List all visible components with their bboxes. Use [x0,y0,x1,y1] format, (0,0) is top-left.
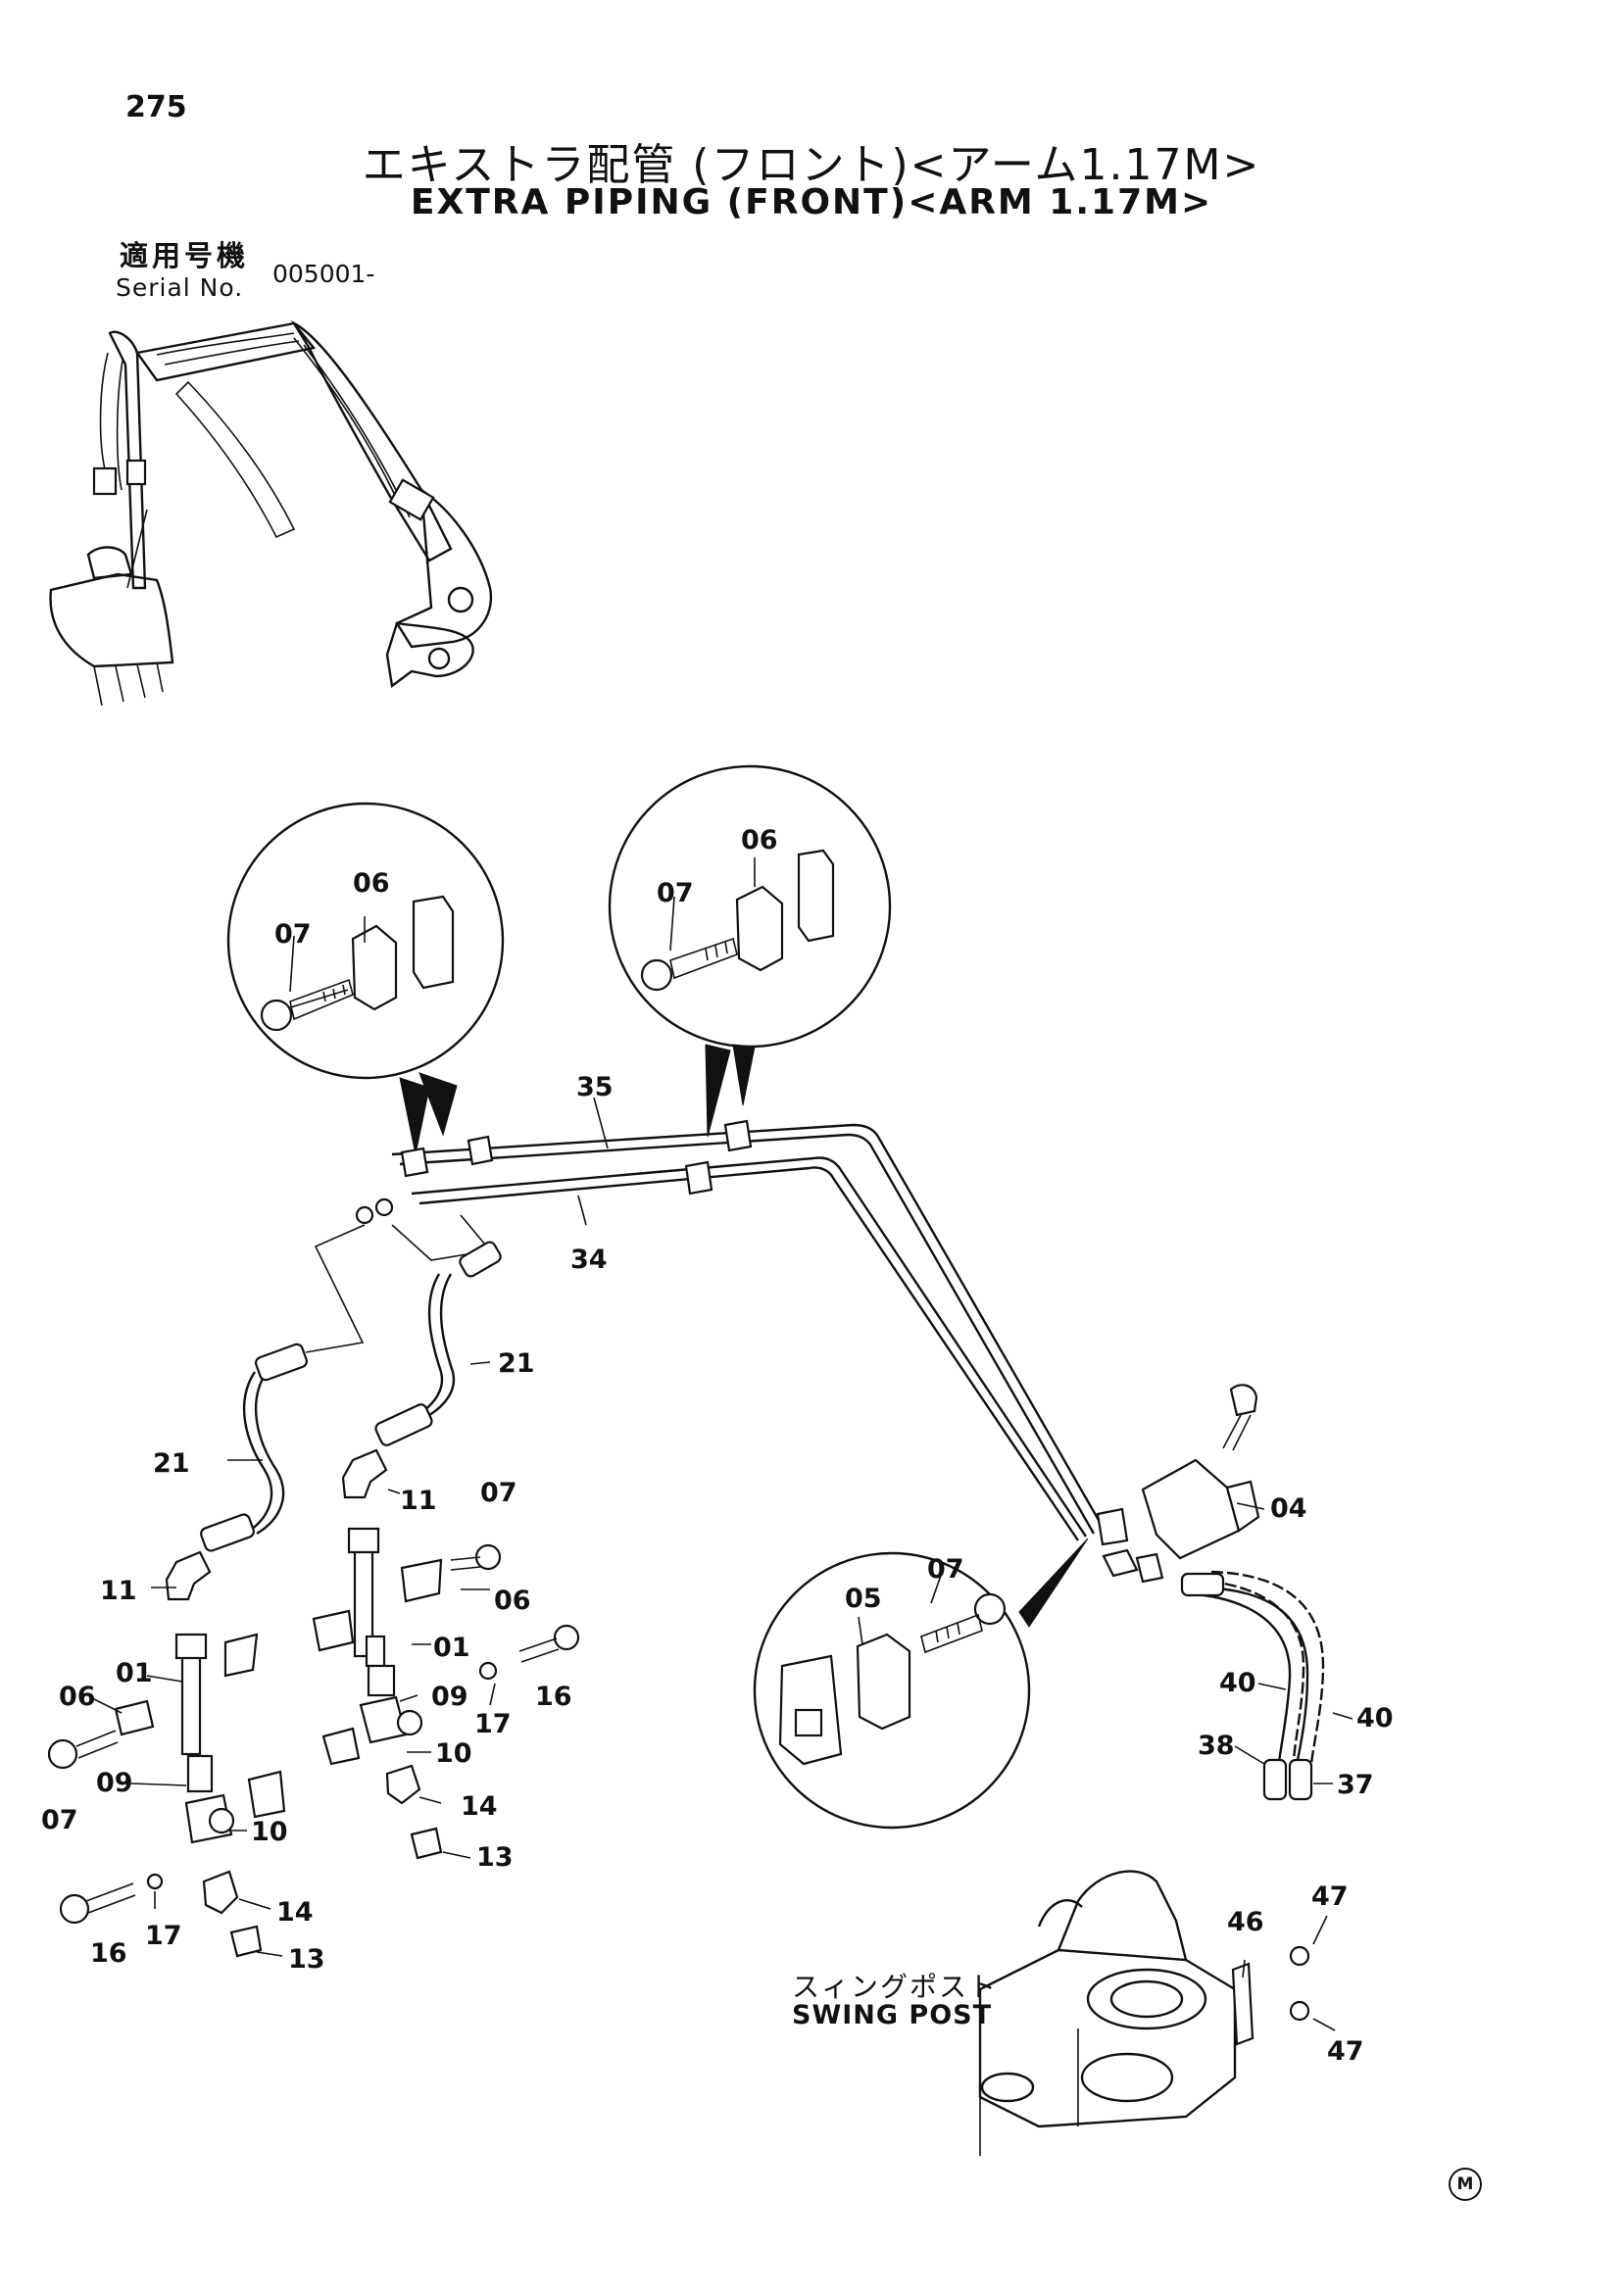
callout-pipe-34: 34 [570,1245,608,1275]
callout-leaders [93,857,1353,2031]
callout-adapter-09-right: 09 [431,1682,468,1712]
callout-elbow-11-left: 11 [100,1576,137,1606]
hose-assemblies-21 [200,1241,502,1552]
detail-circle-left [226,802,505,1155]
callout-detail-bot-05: 05 [845,1584,882,1614]
callout-elbow-11-right: 11 [400,1486,437,1516]
callout-bolt-47-top: 47 [1311,1881,1349,1912]
hoses-40 [1180,1570,1325,1801]
callout-bracket-04: 04 [1270,1493,1307,1524]
callout-clamp-06-right: 06 [494,1586,531,1616]
callout-pipe-35: 35 [576,1072,614,1102]
callout-detail-bot-07: 07 [927,1554,964,1585]
callout-plug-13-right: 13 [476,1842,514,1873]
callout-detail-mid-07: 07 [657,878,694,908]
swing-post-label-english: SWING POST [792,2000,993,2030]
swing-post [978,1870,1310,2156]
callout-bolt-07-right: 07 [480,1478,517,1508]
callout-detail-mid-06: 06 [741,825,778,855]
callout-detail-left-07: 07 [274,919,312,950]
connection-leader-right [391,1214,492,1261]
fitting-stack-right [312,1527,580,1860]
page-number: 275 [125,90,187,124]
title-english: EXTRA PIPING (FRONT)<ARM 1.17M> [410,182,1213,222]
callout-fitting-38: 38 [1198,1731,1235,1761]
callout-elbow-14-left: 14 [276,1897,314,1928]
callout-block-10-right: 10 [435,1738,472,1769]
connection-leader-left [305,1224,366,1353]
callout-bolt-16-right: 16 [535,1682,572,1712]
title-japanese: エキストラ配管 (フロント)<アーム1.17M> [362,140,1261,190]
swing-post-label-japanese: スィングポスト [792,1971,999,2003]
maker-mark-icon: M [1449,2168,1482,2201]
callout-block-10-left: 10 [251,1817,288,1847]
excavator-front-thumbnail [49,320,493,707]
serial-label-english: Serial No. [116,273,244,302]
fitting-stack-left [47,1633,286,1958]
callout-hose-21-right: 21 [498,1348,535,1379]
main-pipes [355,1119,1164,1584]
detail-circle-bottom [753,1538,1089,1830]
callout-hose-40-right: 40 [1356,1703,1394,1734]
elbow-fitting-11-left [165,1550,212,1601]
bracket-04 [1141,1384,1260,1560]
callout-plate-46: 46 [1227,1907,1264,1937]
callout-elbow-14-right: 14 [461,1791,498,1822]
elbow-fitting-11-right [341,1448,388,1499]
callout-bolt-47-bottom: 47 [1327,2036,1364,2067]
callout-washer-17-right: 17 [474,1709,512,1739]
callout-fitting-37: 37 [1337,1770,1374,1800]
callout-bolt-07-left: 07 [41,1805,78,1835]
callout-bolt-16-left: 16 [90,1938,127,1969]
callout-plug-13-left: 13 [288,1944,325,1975]
callout-pipe-01-left: 01 [116,1658,153,1688]
callout-pipe-01-right: 01 [433,1633,470,1663]
callout-hose-21-left: 21 [153,1448,190,1479]
callout-adapter-09-left: 09 [96,1768,133,1798]
callout-labels: 06 07 06 07 05 07 35 34 21 21 11 11 07 0… [41,825,1394,2067]
callout-detail-left-06: 06 [353,868,390,899]
serial-number-value: 005001- [272,260,375,288]
callout-washer-17-left: 17 [145,1921,182,1951]
serial-label-japanese: 適用号機 [120,239,250,272]
callout-clamp-06-left: 06 [59,1682,96,1712]
detail-circle-middle [608,764,892,1138]
callout-hose-40-left: 40 [1219,1668,1256,1698]
